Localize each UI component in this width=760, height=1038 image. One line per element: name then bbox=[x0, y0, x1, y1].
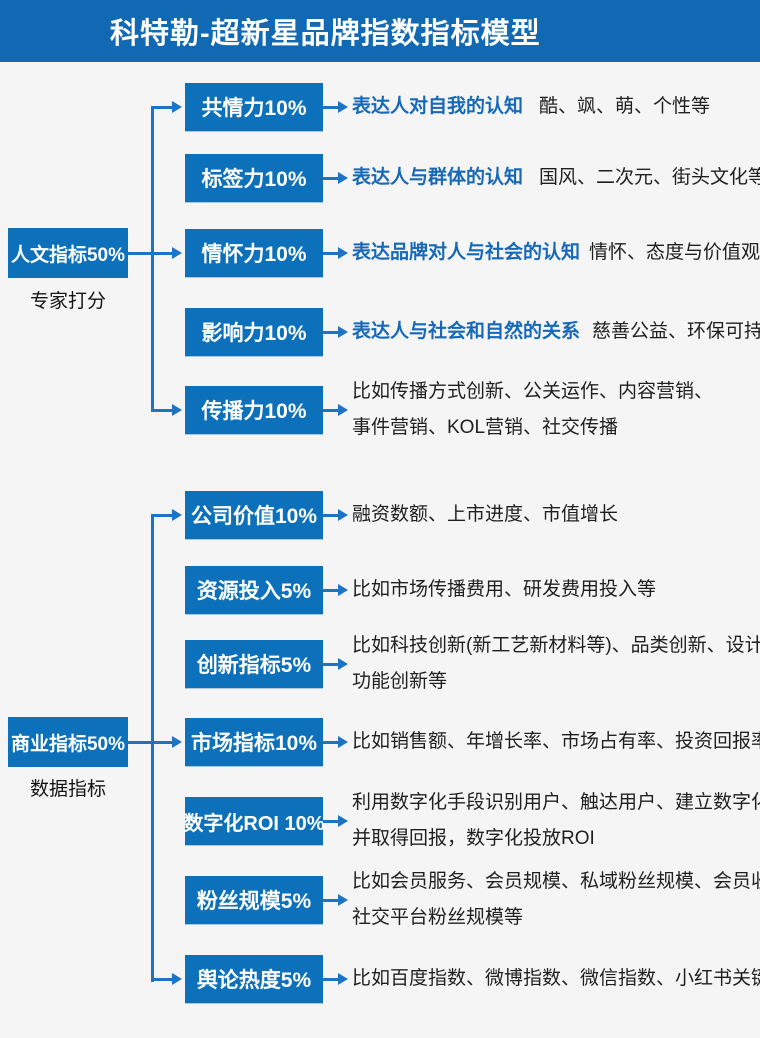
node-influence: 影响力10% bbox=[185, 308, 323, 356]
row-description: 比如科技创新(新工艺新材料等)、品类创新、设计创新、 功能创新等 bbox=[352, 628, 760, 700]
connector-elbow-bottom-1 bbox=[151, 409, 173, 412]
desc-line2: 社交平台粉丝规模等 bbox=[352, 907, 524, 928]
desc-line2: 功能创新等 bbox=[352, 671, 448, 692]
node-buzz: 舆论热度5% bbox=[185, 955, 323, 1003]
connector-row bbox=[323, 514, 339, 517]
node-empathy: 共情力10% bbox=[185, 83, 323, 131]
arrow-icon bbox=[338, 172, 348, 184]
page-title: 科特勒-超新星品牌指数指标模型 bbox=[110, 18, 541, 50]
connector-row bbox=[323, 663, 339, 666]
parent-node-business: 商业指标50% bbox=[8, 717, 128, 767]
arrow-icon bbox=[338, 815, 348, 827]
header-bar: 科特勒-超新星品牌指数指标模型 bbox=[0, 0, 760, 62]
highlight-text: 表达人与社会和自然的关系 bbox=[352, 321, 581, 342]
desc-line2: 并取得回报，数字化投放ROI bbox=[352, 828, 595, 849]
arrow-icon bbox=[338, 101, 348, 113]
highlight-text: 表达人与群体的认知 bbox=[352, 167, 524, 188]
row-description: 表达人与群体的认知国风、二次元、街头文化等 bbox=[352, 166, 760, 190]
desc-text: 情怀、态度与价值观 bbox=[589, 242, 760, 263]
connector-row bbox=[323, 331, 339, 334]
arrow-icon bbox=[338, 247, 348, 259]
connector-row bbox=[323, 899, 339, 902]
arrow-icon bbox=[338, 973, 348, 985]
row-description: 比如传播方式创新、公关运作、内容营销、 事件营销、KOL营销、社交传播 bbox=[352, 374, 713, 446]
connector-row bbox=[323, 252, 339, 255]
arrow-icon bbox=[338, 326, 348, 338]
node-fans: 粉丝规模5% bbox=[185, 876, 323, 924]
desc-line1: 比如传播方式创新、公关运作、内容营销、 bbox=[352, 381, 714, 402]
arrow-icon bbox=[338, 894, 348, 906]
arrow-icon bbox=[172, 247, 182, 259]
node-label: 标签力10% bbox=[185, 154, 323, 202]
node-spread: 传播力10% bbox=[185, 386, 323, 434]
highlight-text: 表达人对自我的认知 bbox=[352, 96, 524, 117]
connector-elbow-bottom-2 bbox=[151, 978, 173, 981]
desc-text: 慈善公益、环保可持续 bbox=[592, 321, 760, 342]
connector-row bbox=[323, 741, 339, 744]
arrow-icon bbox=[338, 404, 348, 416]
connector-row bbox=[323, 589, 339, 592]
desc-text: 比如销售额、年增长率、市场占有率、投资回报率等 bbox=[352, 731, 760, 752]
arrow-icon bbox=[172, 509, 182, 521]
desc-text: 比如百度指数、微博指数、微信指数、小红书关键词数等 bbox=[352, 968, 760, 989]
connector-elbow-top-2 bbox=[151, 514, 173, 517]
parent-sublabel-humanistic: 专家打分 bbox=[29, 291, 106, 312]
node-resource: 资源投入5% bbox=[185, 566, 323, 614]
connector-row bbox=[323, 177, 339, 180]
connector-parent-1 bbox=[128, 252, 173, 255]
arrow-icon bbox=[172, 404, 182, 416]
row-description: 比如销售额、年增长率、市场占有率、投资回报率等 bbox=[352, 730, 760, 754]
node-company-value: 公司价值10% bbox=[185, 491, 323, 539]
connector-row bbox=[323, 106, 339, 109]
arrow-icon bbox=[172, 736, 182, 748]
desc-text: 融资数额、上市进度、市值增长 bbox=[352, 504, 619, 525]
connector-spine-1 bbox=[151, 106, 154, 412]
connector-row bbox=[323, 978, 339, 981]
parent-node-humanistic: 人文指标50% bbox=[8, 228, 128, 278]
row-description: 表达人对自我的认知酷、飒、萌、个性等 bbox=[352, 95, 710, 119]
highlight-text: 表达品牌对人与社会的认知 bbox=[352, 242, 581, 263]
row-description: 比如百度指数、微博指数、微信指数、小红书关键词数等 bbox=[352, 967, 760, 991]
row-description: 比如会员服务、会员规模、私域粉丝规模、会员收入、 社交平台粉丝规模等 bbox=[352, 864, 760, 936]
connector-elbow-top-1 bbox=[151, 106, 173, 109]
connector-row bbox=[323, 409, 339, 412]
arrow-icon bbox=[338, 736, 348, 748]
node-market: 市场指标10% bbox=[185, 718, 323, 766]
desc-text: 国风、二次元、街头文化等 bbox=[539, 167, 760, 188]
arrow-icon bbox=[172, 101, 182, 113]
arrow-icon bbox=[338, 509, 348, 521]
connector-spine-2 bbox=[151, 514, 154, 982]
row-description: 比如市场传播费用、研发费用投入等 bbox=[352, 578, 656, 602]
desc-line2: 事件营销、KOL营销、社交传播 bbox=[352, 417, 619, 438]
row-description: 融资数额、上市进度、市值增长 bbox=[352, 503, 618, 527]
row-description: 利用数字化手段识别用户、触达用户、建立数字化关系 并取得回报，数字化投放ROI bbox=[352, 785, 760, 857]
connector-parent-2 bbox=[128, 741, 173, 744]
node-digital-roi: 数字化ROI 10% bbox=[183, 797, 325, 845]
parent-sublabel-business: 数据指标 bbox=[29, 779, 106, 800]
row-description: 表达品牌对人与社会的认知情怀、态度与价值观 bbox=[352, 241, 760, 265]
desc-line1: 比如科技创新(新工艺新材料等)、品类创新、设计创新、 bbox=[352, 635, 760, 656]
desc-text: 酷、飒、萌、个性等 bbox=[539, 96, 711, 117]
desc-text: 比如市场传播费用、研发费用投入等 bbox=[352, 579, 657, 600]
desc-line1: 比如会员服务、会员规模、私域粉丝规模、会员收入、 bbox=[352, 871, 760, 892]
desc-line1: 利用数字化手段识别用户、触达用户、建立数字化关系 bbox=[352, 792, 760, 813]
node-sentiment: 情怀力10% bbox=[185, 229, 323, 277]
arrow-icon bbox=[338, 658, 348, 670]
node-innovation: 创新指标5% bbox=[185, 640, 323, 688]
arrow-icon bbox=[172, 973, 182, 985]
arrow-icon bbox=[338, 584, 348, 596]
connector-row bbox=[323, 820, 339, 823]
